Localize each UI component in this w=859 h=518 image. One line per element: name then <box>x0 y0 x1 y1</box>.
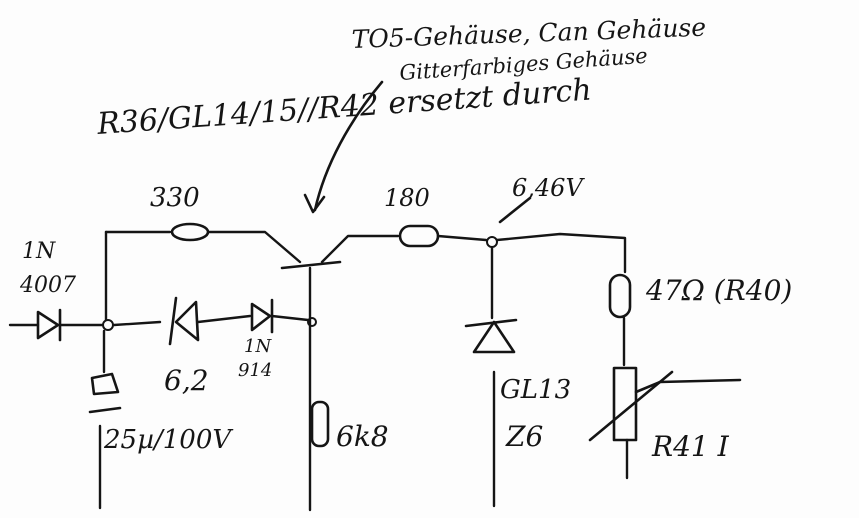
label-62: 6,2 <box>164 364 209 397</box>
zener-bar <box>168 296 178 346</box>
resistor-47 <box>608 273 632 319</box>
wire-180-to-node <box>436 234 488 242</box>
label-z6: Z6 <box>505 420 543 453</box>
label-1n914-b: 914 <box>238 360 272 381</box>
label-180: 180 <box>384 184 430 212</box>
diode-1n4007 <box>36 310 60 340</box>
wire-diode-to-emitter <box>270 314 310 322</box>
label-1n4007-a: 1N <box>22 239 56 264</box>
node-emitter <box>307 317 317 327</box>
trimmer-r41 <box>612 366 638 442</box>
resistor-180 <box>398 224 440 248</box>
resistor-6k8 <box>310 400 330 448</box>
label-cap: 25µ/100V <box>103 425 233 455</box>
led-gl13-symbol <box>472 320 516 354</box>
wire-collector <box>320 234 400 264</box>
label-gl13: GL13 <box>500 375 571 405</box>
trimmer-wiper <box>634 378 742 394</box>
note-arrowhead <box>303 193 326 214</box>
wire-node-right <box>495 232 627 274</box>
voltage-pointer <box>498 196 532 224</box>
label-1n4007-b: 4007 <box>19 273 76 298</box>
zener-62 <box>174 300 200 342</box>
capacitor-plate <box>88 406 122 414</box>
note-arrow <box>313 80 384 212</box>
capacitor-25u <box>90 372 120 396</box>
note-line-1: TO5-Gehäuse, Can Gehäuse <box>351 13 706 54</box>
node-646v <box>486 236 498 248</box>
wire-330-to-transistor <box>206 230 302 264</box>
wire-to-zener <box>112 320 162 327</box>
node-left <box>102 319 114 331</box>
diode-1n914 <box>250 302 272 332</box>
resistor-330 <box>170 222 210 242</box>
label-1n914-a: 1N <box>244 336 272 357</box>
led-bar <box>464 318 518 328</box>
label-voltage: 6,46V <box>512 174 585 202</box>
label-330: 330 <box>150 183 200 213</box>
label-47: 47Ω (R40) <box>645 274 792 307</box>
note-line-3: R36/GL14/15//R42 ersetzt durch <box>95 73 593 143</box>
label-r41: R41 I <box>651 430 730 463</box>
label-6k8: 6k8 <box>336 420 389 453</box>
transistor-base-bar <box>280 260 342 270</box>
wire-zener-to-diode <box>196 314 252 324</box>
